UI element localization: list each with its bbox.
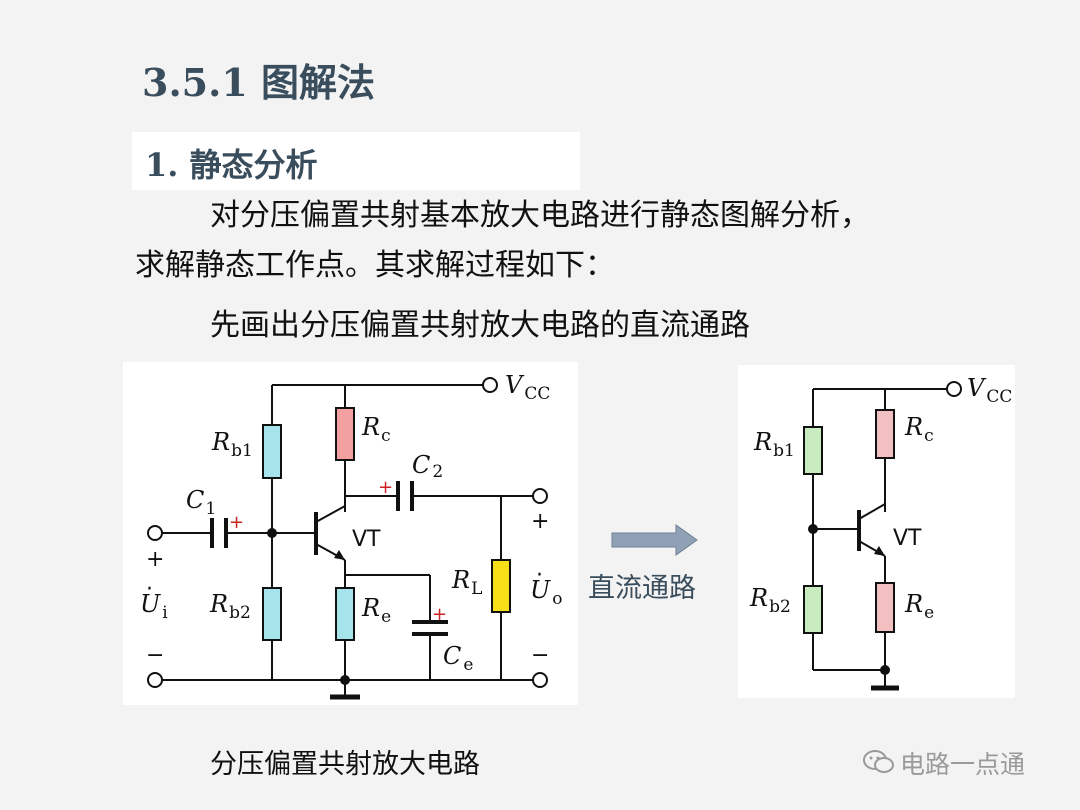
output-minus: − xyxy=(531,643,549,668)
re-resistor xyxy=(335,587,355,641)
rb1-resistor-dc xyxy=(803,426,823,475)
paragraph-line-3: 先画出分压偏置共射放大电路的直流通路 xyxy=(210,308,750,343)
rb2-resistor-dc xyxy=(803,585,823,634)
rb2-label: Rb2 xyxy=(209,590,251,623)
dc-path-label: 直流通路 xyxy=(588,573,696,604)
rl-resistor xyxy=(491,559,511,613)
rl-label: RL xyxy=(451,566,482,599)
vt-label-dc: VT xyxy=(893,526,922,551)
ce-polarity: + xyxy=(432,604,447,625)
input-minus: − xyxy=(146,643,164,668)
rb1-label-dc: Rb1 xyxy=(753,428,795,461)
rc-label: Rc xyxy=(361,413,391,446)
right-circuit xyxy=(808,381,962,691)
rc-resistor xyxy=(335,407,355,461)
uo-dot: · xyxy=(536,563,543,588)
c1-polarity: + xyxy=(229,512,244,533)
arrow-right-icon xyxy=(611,524,698,556)
watermark-text: 电路一点通 xyxy=(900,750,1026,779)
rc-label-dc: Rc xyxy=(904,413,934,446)
paragraph-line-2: 求解静态工作点。其求解过程如下： xyxy=(135,248,615,283)
paragraph-line-1: 对分压偏置共射基本放大电路进行静态图解分析， xyxy=(210,198,870,233)
re-resistor-dc xyxy=(875,582,895,633)
wechat-icon xyxy=(863,750,894,773)
input-plus: + xyxy=(146,547,164,572)
re-label: Re xyxy=(361,594,391,627)
c2-polarity: + xyxy=(378,477,393,498)
ui-dot: · xyxy=(146,577,153,602)
section-subtitle: 1. 静态分析 xyxy=(145,146,318,184)
c1-label: C1 xyxy=(186,486,216,519)
left-circuit xyxy=(147,377,548,700)
re-label-dc: Re xyxy=(904,590,934,623)
rb1-resistor xyxy=(262,424,282,479)
rc-resistor-dc xyxy=(875,409,895,459)
figure-caption: 分压偏置共射放大电路 xyxy=(210,749,480,780)
vt-label: VT xyxy=(352,527,381,552)
slide-title: 3.5.1 图解法 xyxy=(142,60,376,105)
rb1-label: Rb1 xyxy=(211,428,253,461)
output-plus: + xyxy=(531,509,549,534)
subtitle-highlight xyxy=(132,132,580,190)
rb2-label-dc: Rb2 xyxy=(749,584,791,617)
rb2-resistor xyxy=(262,587,282,641)
